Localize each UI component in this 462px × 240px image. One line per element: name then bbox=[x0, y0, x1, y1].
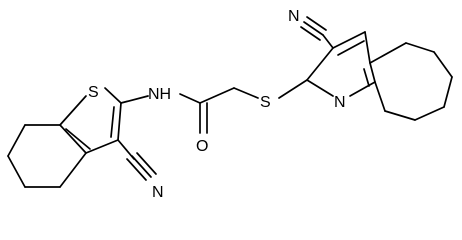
pyridine-nitrogen-label: N bbox=[334, 94, 346, 111]
carbonyl-oxygen-label: O bbox=[196, 138, 208, 155]
thiophene-sulfur-label: S bbox=[88, 84, 99, 101]
atom-labels: N S NH S N O N bbox=[88, 8, 346, 201]
thioether-sulfur-label: S bbox=[260, 94, 271, 111]
nitrile-n-top-label: N bbox=[288, 8, 300, 25]
molecule-structure: N S NH S N O N bbox=[7, 8, 453, 201]
amide-nh-label: NH bbox=[148, 86, 171, 103]
nitrile-n-bottom-label: N bbox=[152, 184, 164, 201]
bond-lines bbox=[7, 16, 453, 188]
